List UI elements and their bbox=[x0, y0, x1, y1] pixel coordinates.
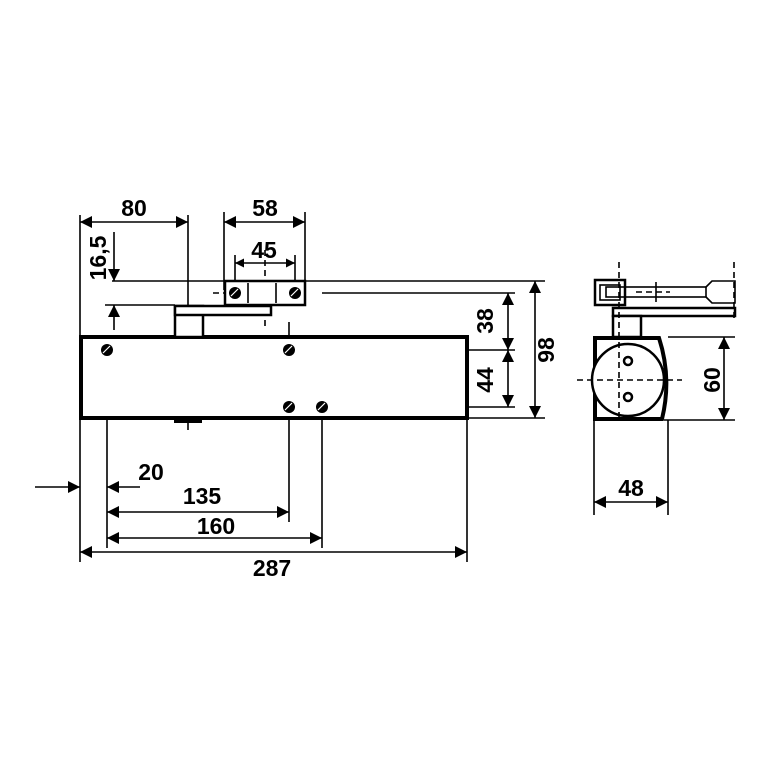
screw-icon bbox=[283, 344, 295, 356]
screw-holes bbox=[101, 287, 328, 413]
dim-80-label: 80 bbox=[121, 195, 147, 221]
side-view bbox=[577, 262, 737, 515]
dim-60-label: 60 bbox=[699, 367, 725, 393]
screw-icon bbox=[289, 287, 301, 299]
dim-48-label: 48 bbox=[618, 475, 644, 501]
screw-icon bbox=[101, 344, 113, 356]
dim-98-label: 98 bbox=[533, 337, 559, 363]
screw-icon bbox=[283, 401, 295, 413]
dim-20-label: 20 bbox=[138, 459, 164, 485]
dim-44-label: 44 bbox=[472, 367, 498, 393]
screw-icon bbox=[316, 401, 328, 413]
dimension-lines bbox=[35, 216, 541, 558]
dim-45-label: 45 bbox=[251, 237, 277, 263]
screw-icon bbox=[229, 287, 241, 299]
dim-287-label: 287 bbox=[253, 555, 291, 581]
dim-16-5-label: 16,5 bbox=[85, 235, 111, 280]
closer-body bbox=[79, 279, 469, 423]
dim-135-label: 135 bbox=[183, 483, 222, 509]
dim-38-label: 38 bbox=[472, 308, 498, 334]
dim-160-label: 160 bbox=[197, 513, 235, 539]
dim-58-label: 58 bbox=[252, 195, 278, 221]
